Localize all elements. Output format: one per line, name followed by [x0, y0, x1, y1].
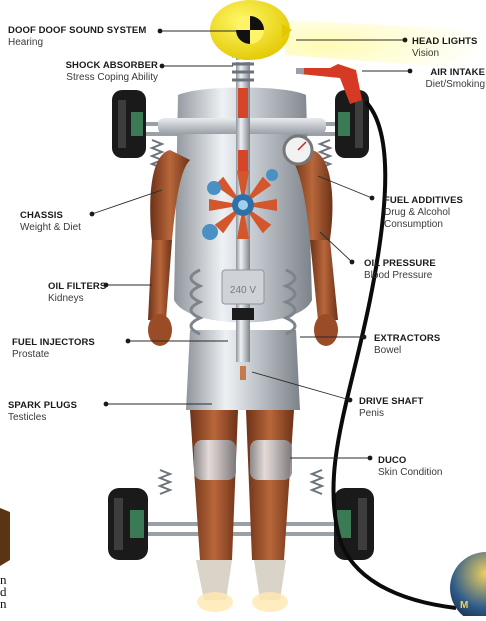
label-title: AIR INTAKE — [426, 67, 485, 79]
label-title: OIL PRESSURE — [364, 258, 436, 270]
label-sub: Testicles — [8, 412, 77, 424]
corner-graphic — [0, 508, 10, 566]
label-spark-plugs: SPARK PLUGS Testicles — [8, 400, 77, 424]
badge-letter: M — [460, 600, 468, 611]
label-title: DUCO — [378, 455, 442, 467]
label-title: HEAD LIGHTS — [412, 36, 478, 48]
label-sub: Prostate — [12, 349, 95, 361]
label-sub: Weight & Diet — [20, 222, 81, 234]
front-left-wheel — [112, 90, 146, 158]
label-title: SHOCK ABSORBER — [66, 60, 158, 72]
rear-left-wheel — [108, 488, 148, 560]
crash-test-head — [210, 0, 292, 60]
label-chassis: CHASSIS Weight & Diet — [20, 210, 81, 234]
label-head-lights: HEAD LIGHTS Vision — [412, 36, 478, 60]
label-title: DOOF DOOF SOUND SYSTEM — [8, 25, 146, 37]
label-sub: Vision — [412, 48, 478, 60]
label-drive-shaft: DRIVE SHAFT Penis — [359, 396, 423, 420]
fan-heart — [209, 171, 277, 239]
battery: 240 V — [222, 270, 264, 304]
rear-right-wheel — [334, 488, 374, 560]
label-title: EXTRACTORS — [374, 333, 440, 345]
fragment-line: n — [0, 598, 7, 610]
cropped-text-fragment: n d n — [0, 574, 7, 610]
label-title: FUEL INJECTORS — [12, 337, 95, 349]
label-title: OIL FILTERS — [48, 281, 106, 293]
label-sub: Stress Coping Ability — [66, 72, 158, 84]
label-oil-filters: OIL FILTERS Kidneys — [48, 281, 106, 305]
label-fuel-injectors: FUEL INJECTORS Prostate — [12, 337, 95, 361]
battery-label: 240 V — [230, 285, 256, 296]
label-shock-absorber: SHOCK ABSORBER Stress Coping Ability — [66, 60, 158, 84]
oil-pressure-gauge — [284, 136, 312, 164]
label-extractors: EXTRACTORS Bowel — [374, 333, 440, 357]
label-title: CHASSIS — [20, 210, 81, 222]
label-sub: Diet/Smoking — [426, 79, 485, 91]
red-spine-segment — [238, 88, 248, 118]
label-title: SPARK PLUGS — [8, 400, 77, 412]
label-sub: Blood Pressure — [364, 270, 436, 282]
label-duco: DUCO Skin Condition — [378, 455, 442, 479]
label-sub: Hearing — [8, 37, 146, 49]
fuel-injector-block — [232, 308, 254, 320]
drive-shaft-part — [240, 366, 246, 380]
label-sub: Kidneys — [48, 293, 106, 305]
label-title: DRIVE SHAFT — [359, 396, 423, 408]
label-fuel-additives: FUEL ADDITIVES Drug & Alcohol Consumptio… — [384, 195, 463, 231]
label-sub: Skin Condition — [378, 467, 442, 479]
label-sound-system: DOOF DOOF SOUND SYSTEM Hearing — [8, 25, 146, 49]
label-title: FUEL ADDITIVES — [384, 195, 463, 207]
label-air-intake: AIR INTAKE Diet/Smoking — [426, 67, 485, 91]
logo-badge: M — [450, 552, 486, 616]
label-sub: Penis — [359, 408, 423, 420]
legs — [190, 410, 294, 612]
label-sub: Drug & Alcohol — [384, 207, 463, 219]
label-oil-pressure: OIL PRESSURE Blood Pressure — [364, 258, 436, 282]
label-sub: Bowel — [374, 345, 440, 357]
label-sub: Consumption — [384, 219, 463, 231]
